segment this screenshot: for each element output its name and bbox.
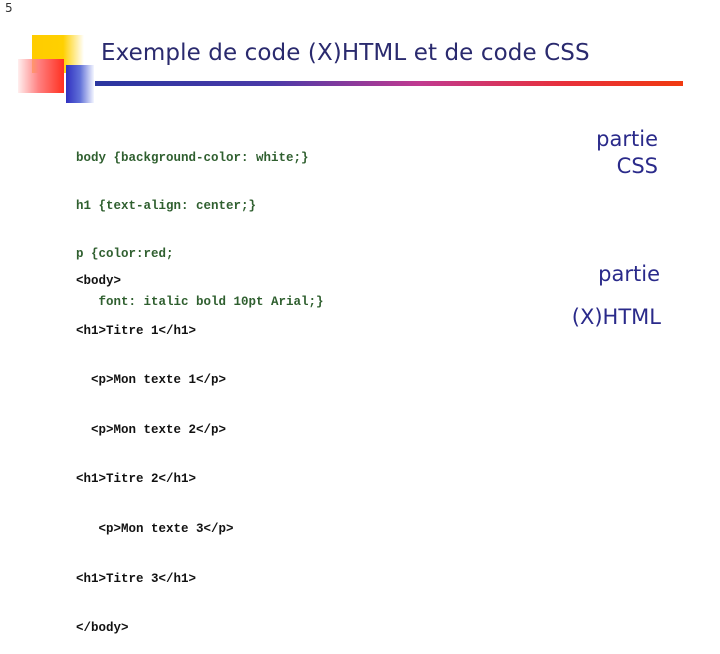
- decoration-blue-square: [66, 65, 94, 103]
- label-css-part: partie CSS: [596, 126, 658, 180]
- css-code-line: font: italic bold 10pt Arial;}: [76, 295, 324, 309]
- css-code-line: p {color:red;: [76, 247, 174, 261]
- css-code-block: body {background-color: white;} h1 {text…: [76, 120, 324, 326]
- label-css-line1: partie: [596, 127, 658, 151]
- css-code-line: h1 {text-align: center;}: [76, 199, 257, 213]
- label-html-part-line1: partie: [598, 262, 660, 286]
- decoration-red-square: [18, 59, 64, 93]
- html-code-line: <h1>Titre 1</h1>: [76, 323, 197, 338]
- label-css-line2: CSS: [616, 154, 658, 178]
- html-code-line: <h1>Titre 3</h1>: [76, 571, 197, 586]
- slide-number: 5: [5, 1, 13, 15]
- html-code-line: <h1>Titre 2</h1>: [76, 472, 197, 487]
- html-code-line: </body>: [76, 621, 129, 636]
- html-code-line: <p>Mon texte 2</p>: [76, 422, 227, 437]
- html-code-line: <p>Mon texte 1</p>: [76, 373, 227, 388]
- html-code-line: <body>: [76, 274, 122, 288]
- css-code-line: body {background-color: white;}: [76, 151, 309, 165]
- label-html-part-line2: (X)HTML: [571, 305, 661, 329]
- html-code-block: <body> <h1>Titre 1</h1> <p>Mon texte 1</…: [76, 243, 234, 654]
- title-underline: [95, 81, 683, 86]
- page-title: Exemple de code (X)HTML et de code CSS: [101, 40, 590, 66]
- html-code-line: <p>Mon texte 3</p>: [76, 521, 234, 536]
